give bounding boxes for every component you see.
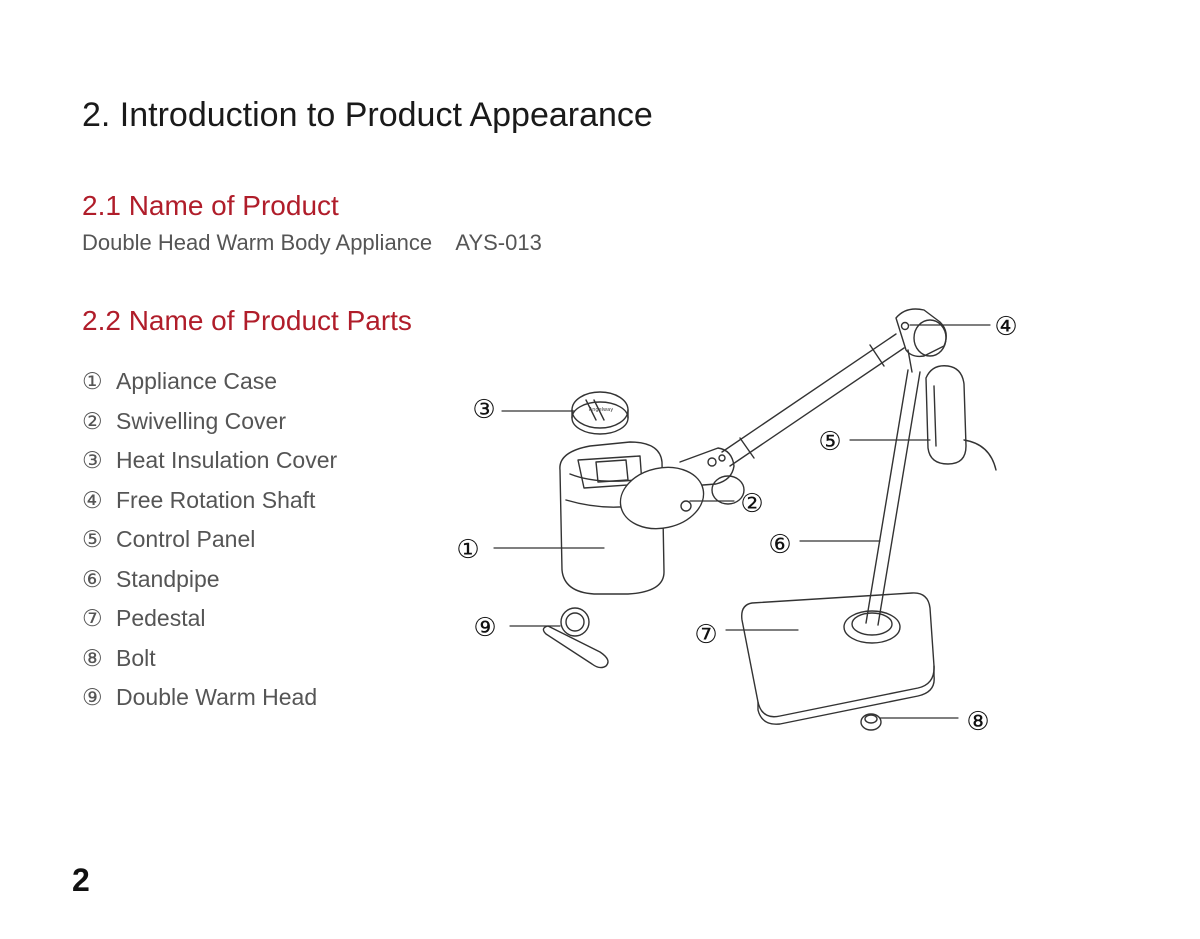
section-title-product-parts: 2.2 Name of Product Parts bbox=[82, 305, 412, 336]
part-label: Bolt bbox=[116, 644, 156, 671]
list-item: ⑦ Pedestal bbox=[82, 599, 337, 639]
list-item: ④ Free Rotation Shaft bbox=[82, 481, 337, 521]
section-title-product-name: 2.1 Name of Product bbox=[82, 190, 339, 221]
part-number: ⑨ bbox=[82, 684, 103, 711]
parts-list: ① Appliance Case ② Swivelling Cover ③ Heat … bbox=[82, 362, 337, 718]
part-number: ① bbox=[82, 368, 103, 395]
part-number: ③ bbox=[82, 447, 103, 474]
product-model: AYS-013 bbox=[455, 230, 542, 255]
arm-illustration bbox=[721, 333, 905, 467]
part-label: Pedestal bbox=[116, 605, 206, 632]
part-label: Control Panel bbox=[116, 526, 256, 553]
callout-3: ③ bbox=[472, 395, 495, 425]
callout-6: ⑥ bbox=[768, 530, 791, 560]
cover-brand-text: Angelway bbox=[589, 407, 613, 413]
rotation-shaft-illustration bbox=[895, 308, 947, 373]
standpipe-illustration bbox=[865, 369, 921, 626]
part-number: ⑤ bbox=[82, 526, 103, 553]
list-item: ② Swivelling Cover bbox=[82, 402, 337, 442]
arm-joint-illustration bbox=[679, 447, 745, 505]
part-number: ④ bbox=[82, 486, 103, 513]
product-description: Double Head Warm Body Appliance bbox=[82, 230, 433, 255]
part-label: Heat Insulation Cover bbox=[116, 447, 338, 474]
part-label: Double Warm Head bbox=[116, 684, 318, 711]
list-item: ⑥ Standpipe bbox=[82, 560, 337, 600]
callout-5: ⑤ bbox=[818, 427, 841, 457]
list-item: ⑨ Double Warm Head bbox=[82, 678, 337, 718]
swivelling-cover-illustration[interactable] bbox=[615, 460, 710, 536]
callout-4: ④ bbox=[994, 312, 1017, 342]
list-item: ⑧ Bolt bbox=[82, 639, 337, 679]
page-heading: 2. Introduction to Product Appearance bbox=[82, 96, 653, 134]
product-name-line: Double Head Warm Body Appliance AYS-013 bbox=[82, 230, 542, 256]
part-number: ⑥ bbox=[82, 565, 103, 592]
callout-leaders bbox=[493, 324, 991, 719]
list-item: ① Appliance Case bbox=[82, 362, 337, 402]
callout-7: ⑦ bbox=[694, 620, 717, 650]
part-number: ⑧ bbox=[82, 644, 103, 671]
callout-1: ① bbox=[456, 535, 479, 565]
part-label: Free Rotation Shaft bbox=[116, 486, 316, 513]
callout-8: ⑧ bbox=[966, 707, 989, 737]
part-number: ⑦ bbox=[82, 605, 103, 632]
list-item: ③ Heat Insulation Cover bbox=[82, 441, 337, 481]
callout-labels: ① ② ③ ④ ⑤ ⑥ ⑦ ⑧ ⑨ bbox=[456, 312, 1017, 737]
part-number: ② bbox=[82, 407, 103, 434]
control-panel-illustration bbox=[925, 365, 997, 471]
double-warm-head-illustration bbox=[542, 607, 609, 669]
bolt-illustration bbox=[860, 713, 882, 731]
part-label: Appliance Case bbox=[116, 368, 278, 395]
callout-2: ② bbox=[740, 489, 763, 519]
list-item: ⑤ Control Panel bbox=[82, 520, 337, 560]
callout-9: ⑨ bbox=[473, 613, 496, 643]
part-label: Standpipe bbox=[116, 565, 220, 592]
pedestal-illustration bbox=[741, 592, 935, 725]
heat-insulation-cover-illustration bbox=[571, 391, 629, 435]
part-label: Swivelling Cover bbox=[116, 407, 287, 434]
page-number: 2 bbox=[72, 862, 90, 898]
